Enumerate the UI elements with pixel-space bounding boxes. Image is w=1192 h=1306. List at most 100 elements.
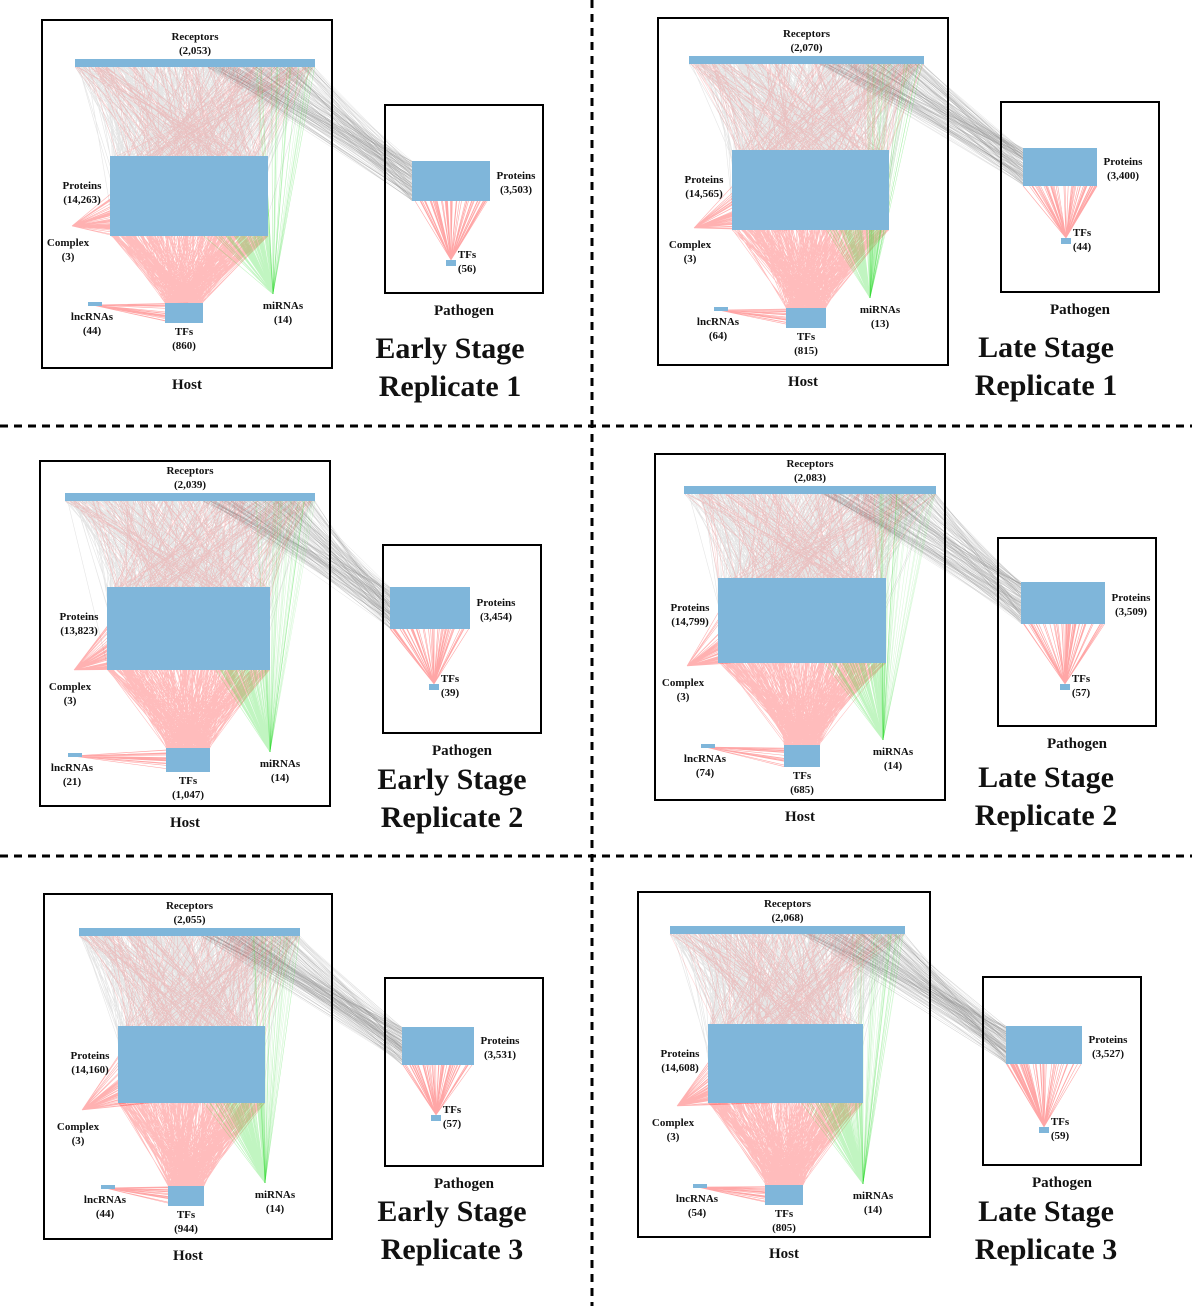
host-proteins-label: Proteins: [63, 180, 103, 192]
pathogen-proteins-count: (3,531): [484, 1049, 516, 1061]
host-caption: Host: [173, 1248, 203, 1264]
lncrnas-label: lncRNAs: [71, 311, 114, 323]
pathogen-protein-tf-edges-path: [1022, 185, 1098, 239]
pathogen-proteins-label: Proteins: [1112, 592, 1152, 604]
complex-label: Complex: [49, 681, 92, 693]
pathogen-frame: [1000, 101, 1160, 293]
receptors-node: [670, 926, 905, 934]
receptor-edges-path: [74, 66, 314, 236]
replicate-title: Replicate 1: [379, 370, 521, 403]
host-pathogen-edges: [800, 933, 1007, 1064]
host-tfs-count: (815): [794, 345, 818, 357]
host-tfs-label: TFs: [775, 1208, 794, 1220]
pathogen-tfs-count: (57): [1072, 687, 1091, 699]
lncrnas-count: (54): [688, 1207, 707, 1219]
host-proteins-label: Proteins: [71, 1050, 111, 1062]
host-proteins-label: Proteins: [661, 1048, 701, 1060]
host-tfs-node: [166, 748, 210, 772]
receptors-count: (2,070): [790, 42, 822, 54]
host-proteins-node: [110, 156, 268, 236]
mirnas-label: miRNAs: [873, 746, 914, 758]
mirnas-count: (14): [884, 760, 903, 772]
lncrna-edges-path: [91, 302, 203, 323]
receptor-edges-path: [684, 493, 937, 663]
protein-tf-edges: [732, 229, 889, 309]
mirnas-label: miRNAs: [853, 1190, 894, 1202]
lncrna-edges-path: [696, 1186, 803, 1204]
lncrna-edges-path: [717, 308, 826, 327]
protein-tf-edges-path: [732, 229, 889, 309]
host-pathogen-edges: [200, 935, 403, 1066]
stage-title: Early Stage: [375, 332, 524, 365]
host-tfs-node: [784, 745, 820, 767]
pathogen-proteins-label: Proteins: [477, 597, 517, 609]
receptors-node: [75, 59, 315, 67]
pathogen-caption: Pathogen: [432, 743, 493, 759]
pathogen-caption: Pathogen: [1032, 1175, 1093, 1191]
host-frame: [39, 460, 331, 807]
receptor-protein-edges: [74, 66, 315, 189]
lncrna-edges-path: [104, 1186, 204, 1204]
pathogen-proteins-count: (3,527): [1092, 1048, 1124, 1060]
complex-label: Complex: [47, 237, 90, 249]
mirna-edges: [818, 150, 888, 299]
panel-2: Receptors(2,070)Proteins(14,565)Complex(…: [657, 17, 1160, 402]
pathogen-proteins-label: Proteins: [1104, 156, 1144, 168]
host-proteins-count: (14,608): [661, 1062, 699, 1074]
host-proteins-node: [732, 150, 889, 230]
pathogen-caption: Pathogen: [1047, 736, 1108, 752]
pathogen-proteins-label: Proteins: [481, 1035, 521, 1047]
complex-count: (3): [64, 695, 77, 707]
lncrna-edges: [696, 1186, 803, 1204]
protein-tf-edges: [111, 235, 269, 304]
receptors-label: Receptors: [764, 898, 812, 910]
receptors-label: Receptors: [783, 28, 831, 40]
receptors-count: (2,055): [173, 914, 205, 926]
lncrnas-node: [714, 307, 728, 311]
host-tfs-count: (805): [772, 1222, 796, 1234]
host-tfs-label: TFs: [797, 331, 816, 343]
lncrnas-count: (21): [63, 776, 82, 788]
mirnas-label: miRNAs: [260, 758, 301, 770]
host-proteins-node: [718, 578, 886, 663]
pathogen-protein-tf-edges-path: [414, 200, 488, 261]
mirna-edges: [198, 587, 271, 753]
host-frame: [657, 17, 949, 366]
host-caption: Host: [172, 377, 202, 393]
host-pathogen-edges-path: [822, 493, 1022, 624]
pathogen-proteins-label: Proteins: [1089, 1034, 1129, 1046]
pathogen-tfs-count: (39): [441, 687, 460, 699]
receptor-edges: [74, 66, 314, 236]
protein-tf-edges: [708, 1102, 863, 1186]
pathogen-protein-tf-edges: [402, 1064, 473, 1116]
pathogen-proteins-node: [412, 161, 490, 201]
pathogen-tfs-node: [1039, 1127, 1049, 1133]
pathogen-proteins-node: [390, 587, 470, 629]
lncrnas-node: [68, 753, 82, 757]
pathogen-proteins-count: (3,503): [500, 184, 532, 196]
host-pathogen-edges-path: [800, 933, 1007, 1064]
lncrnas-count: (44): [83, 325, 102, 337]
host-pathogen-edges-path: [200, 935, 403, 1066]
host-tfs-count: (1,047): [172, 789, 204, 801]
pathogen-proteins-node: [1023, 148, 1097, 186]
receptors-label: Receptors: [166, 900, 214, 912]
host-proteins-count: (14,263): [63, 194, 101, 206]
host-tfs-node: [786, 308, 826, 328]
lncrnas-node: [693, 1184, 707, 1188]
receptors-label: Receptors: [786, 458, 834, 470]
pathogen-caption: Pathogen: [434, 1176, 495, 1192]
complex-edges-path: [693, 173, 810, 231]
pathogen-frame: [382, 544, 542, 734]
pathogen-protein-tf-edges-path: [389, 628, 469, 685]
pathogen-caption: Pathogen: [1050, 302, 1111, 318]
host-proteins-node: [118, 1026, 265, 1103]
stage-title: Late Stage: [978, 761, 1114, 794]
host-proteins-count: (14,565): [685, 188, 723, 200]
mirnas-label: miRNAs: [263, 300, 304, 312]
receptors-count: (2,083): [794, 472, 826, 484]
replicate-title: Replicate 3: [975, 1233, 1117, 1266]
pathogen-tfs-label: TFs: [443, 1104, 462, 1116]
receptor-protein-edges-path: [684, 493, 936, 613]
replicate-title: Replicate 2: [975, 799, 1117, 832]
